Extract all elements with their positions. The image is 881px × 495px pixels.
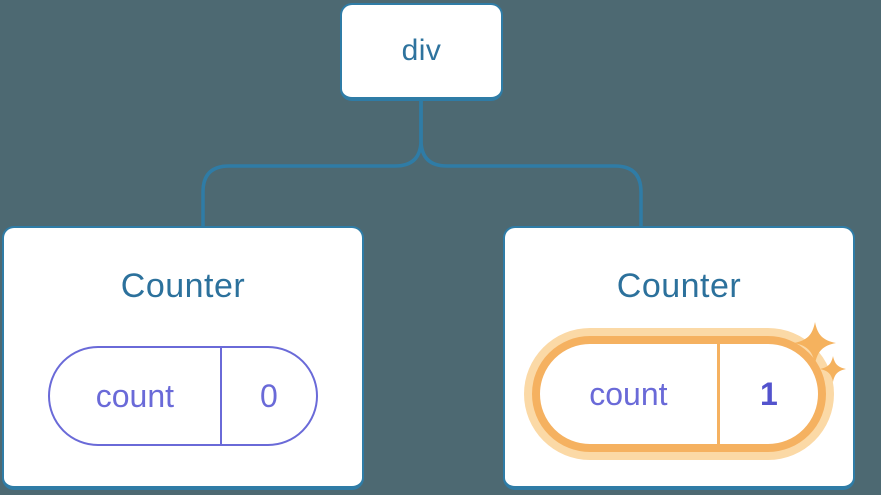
state-key-label: count (589, 375, 668, 412)
sparkles-icon (794, 322, 846, 382)
root-node: div (340, 3, 503, 101)
counter-title: Counter (616, 267, 742, 305)
state-key-label: count (95, 377, 174, 414)
state-pill-highlighted: count 1 (532, 336, 826, 452)
connector-left-branch (201, 100, 423, 227)
pill-divider (716, 344, 720, 444)
state-value: 0 (259, 377, 278, 414)
connector-right-branch (419, 100, 643, 227)
counter-title: Counter (120, 267, 246, 305)
root-node-label: div (401, 34, 442, 67)
counter-card-left: Counter count 0 (2, 226, 364, 490)
state-value: 1 (759, 375, 778, 412)
pill-divider (219, 348, 222, 444)
counter-card-right: Counter count 1 (503, 226, 855, 490)
state-pill: count 0 (48, 346, 318, 446)
